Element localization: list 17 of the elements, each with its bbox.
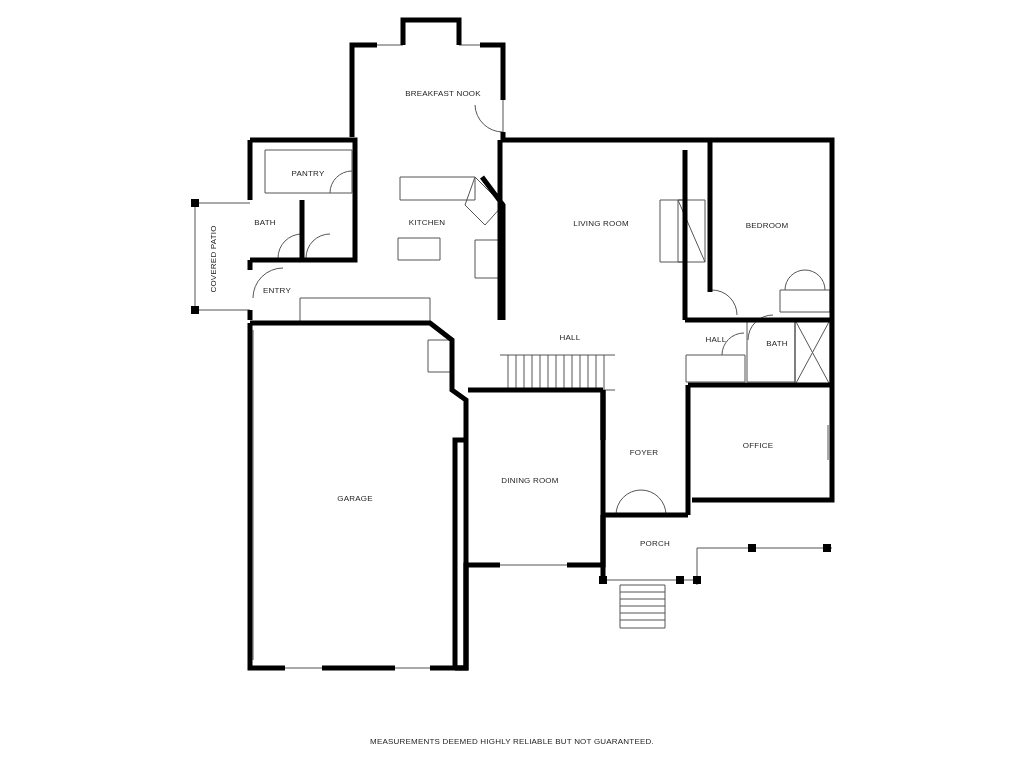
room-label: BATH xyxy=(254,217,276,227)
room-label: LIVING ROOM xyxy=(573,218,629,228)
room-label: COVERED PATIO xyxy=(208,225,218,293)
room-label: KITCHEN xyxy=(408,217,446,227)
room-label: GARAGE xyxy=(337,493,373,503)
room-label: HALL xyxy=(559,332,581,342)
room-label: BEDROOM xyxy=(745,220,789,230)
room-label: PANTRY xyxy=(291,168,325,178)
room-label: HALL xyxy=(705,334,727,344)
room-label: BATH xyxy=(766,338,788,348)
room-label: FOYER xyxy=(629,447,659,457)
room-label: ENTRY xyxy=(263,285,291,295)
room-label: BREAKFAST NOOK xyxy=(405,88,481,98)
room-label: PORCH xyxy=(640,538,670,548)
room-label: OFFICE xyxy=(742,440,774,450)
room-label: DINING ROOM xyxy=(501,475,559,485)
caption: MEASUREMENTS DEEMED HIGHLY RELIABLE BUT NOT GUARANTEED. xyxy=(369,737,655,746)
